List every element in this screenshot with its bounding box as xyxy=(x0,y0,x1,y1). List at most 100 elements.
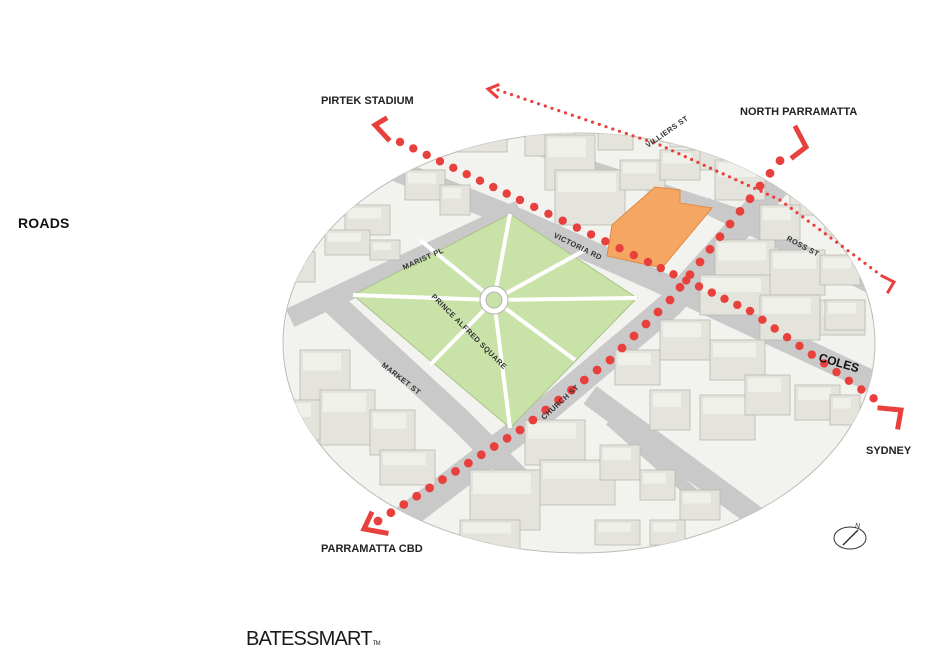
route-dot-church xyxy=(775,156,785,166)
route-dot-ross xyxy=(708,166,713,170)
building-roof xyxy=(558,173,616,193)
route-dot-ross xyxy=(835,240,839,244)
route-dot-ross xyxy=(631,134,635,138)
route-dot-victoria xyxy=(669,270,678,279)
route-dot-victoria xyxy=(745,306,755,316)
building-roof xyxy=(663,153,691,164)
route-dot-church xyxy=(755,181,765,191)
building-roof xyxy=(643,473,666,484)
road-market xyxy=(321,291,529,489)
route-dot-church xyxy=(412,491,422,501)
building-roof xyxy=(798,388,831,401)
route-dot-church xyxy=(399,500,409,509)
route-dot-church xyxy=(373,516,383,526)
route-dot-church xyxy=(567,385,576,395)
building-roof xyxy=(823,258,851,269)
route-dot-ross xyxy=(523,97,527,101)
route-dot-victoria xyxy=(489,182,498,192)
route-dot-church xyxy=(715,232,725,242)
building-roof xyxy=(598,523,631,532)
route-dot-victoria xyxy=(869,394,878,403)
route-dot-ross xyxy=(789,206,793,210)
route-dot-victoria xyxy=(615,244,624,253)
route-dot-victoria xyxy=(530,202,539,212)
route-dot-church xyxy=(765,168,775,178)
building-roof xyxy=(383,453,426,466)
building-roof xyxy=(653,523,676,532)
route-dot-church xyxy=(502,433,512,443)
route-dot-church xyxy=(386,508,396,518)
route-dot-ross xyxy=(496,88,500,92)
route-dot-victoria xyxy=(770,324,779,333)
route-dot-ross xyxy=(651,141,655,145)
route-dot-victoria xyxy=(462,170,471,179)
route-dot-church xyxy=(541,405,551,415)
logo-trademark: TM xyxy=(372,641,381,647)
building-block xyxy=(597,133,634,151)
route-dot-victoria xyxy=(502,189,511,198)
route-dot-ross xyxy=(852,253,856,257)
route-dot-church xyxy=(675,282,685,292)
route-dot-victoria xyxy=(629,250,638,260)
route-dot-ross xyxy=(597,122,601,126)
building-roof xyxy=(773,253,816,269)
building-roof xyxy=(828,303,856,314)
route-dot-church xyxy=(695,257,705,267)
route-dot-church xyxy=(476,450,486,460)
building-roof xyxy=(503,103,531,115)
route-dot-victoria xyxy=(694,282,704,291)
route-dot-victoria xyxy=(720,294,729,303)
route-dot-ross xyxy=(806,219,810,223)
building-roof xyxy=(548,138,586,158)
route-dot-victoria xyxy=(572,223,582,232)
route-dot-ross xyxy=(759,189,763,193)
route-dot-ross xyxy=(577,115,581,120)
route-dot-victoria xyxy=(656,263,665,273)
building-roof xyxy=(683,493,711,504)
route-dot-church xyxy=(705,244,715,254)
route-dot-ross xyxy=(658,143,662,147)
route-dot-victoria xyxy=(435,157,445,166)
route-dot-church xyxy=(528,415,538,425)
route-dot-ross xyxy=(530,99,534,104)
building-roof xyxy=(323,393,366,413)
route-dot-church xyxy=(605,355,615,365)
route-dot-ross xyxy=(503,90,507,94)
route-dot-church xyxy=(592,365,602,375)
route-dot-ross xyxy=(683,155,687,159)
building-roof xyxy=(828,208,846,219)
route-dot-church xyxy=(464,458,473,468)
building-roof xyxy=(793,178,826,192)
building-roof xyxy=(703,278,761,292)
route-dot-church xyxy=(665,295,675,305)
route-dot-church xyxy=(554,395,563,405)
route-dot-church xyxy=(515,425,525,435)
route-dot-victoria xyxy=(409,144,418,153)
route-dot-ross xyxy=(778,198,782,202)
route-dot-ross xyxy=(509,93,514,97)
route-dot-ross xyxy=(570,113,574,117)
marker-sydney xyxy=(877,405,904,430)
route-dot-ross xyxy=(746,183,751,188)
route-dot-ross xyxy=(734,178,738,182)
building-roof xyxy=(703,398,746,414)
road-lower xyxy=(606,415,704,505)
route-dot-ross xyxy=(795,211,799,215)
route-dot-victoria xyxy=(707,288,716,297)
road-route-dots xyxy=(373,88,878,526)
marker-cbd xyxy=(360,510,389,536)
building-roof xyxy=(528,133,566,135)
building-roof xyxy=(833,398,851,409)
building-roof xyxy=(543,463,606,479)
building-roof xyxy=(663,323,701,337)
route-dot-ross xyxy=(727,175,732,179)
park-paths xyxy=(352,213,638,429)
building-roof xyxy=(653,393,681,407)
subject-site xyxy=(606,186,713,269)
building-roof xyxy=(328,233,361,242)
buildings xyxy=(289,103,866,551)
route-dot-ross xyxy=(818,228,822,232)
north-arrow-label: N xyxy=(855,523,861,530)
route-dot-victoria xyxy=(475,176,485,185)
